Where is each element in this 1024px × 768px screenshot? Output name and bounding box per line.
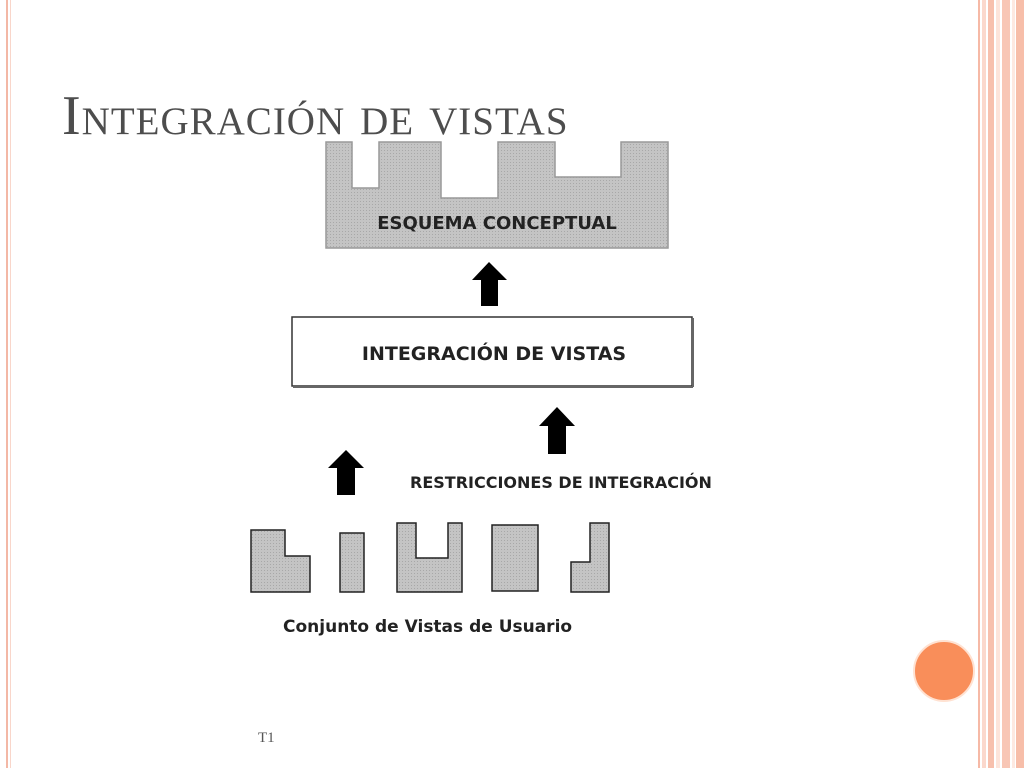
right-stripe-2 <box>982 0 986 768</box>
left-border-line-thin <box>10 0 11 768</box>
up-arrow-icon <box>539 407 575 454</box>
right-stripe-4 <box>996 0 1000 768</box>
user-view-shape <box>491 524 539 592</box>
conceptual-schema-shape: ESQUEMA CONCEPTUAL <box>325 141 669 249</box>
right-stripe-5 <box>1002 0 1010 768</box>
slide-footer-code: T1 <box>258 730 275 746</box>
user-view-shape <box>396 522 463 593</box>
integration-constraints-label: RESTRICCIONES DE INTEGRACIÓN <box>410 473 712 492</box>
up-arrow-icon <box>328 450 364 495</box>
user-view-shape <box>250 529 311 593</box>
slide-title: Integración de vistas <box>62 85 569 147</box>
right-stripe-1 <box>978 0 980 768</box>
left-border-line <box>6 0 8 768</box>
conceptual-schema-label: ESQUEMA CONCEPTUAL <box>377 213 617 234</box>
user-views-label: Conjunto de Vistas de Usuario <box>283 617 572 637</box>
user-view-shape <box>339 532 365 593</box>
user-view-shapes <box>250 522 610 593</box>
user-view-shape <box>570 522 610 593</box>
integration-box: INTEGRACIÓN DE VISTAS <box>291 316 694 388</box>
circle-button-icon[interactable] <box>913 640 975 702</box>
right-stripe-3 <box>988 0 994 768</box>
up-arrow-icon <box>472 262 507 306</box>
right-stripe-7 <box>1016 0 1024 768</box>
integration-box-label: INTEGRACIÓN DE VISTAS <box>362 341 626 365</box>
right-stripe-6 <box>1012 0 1015 768</box>
